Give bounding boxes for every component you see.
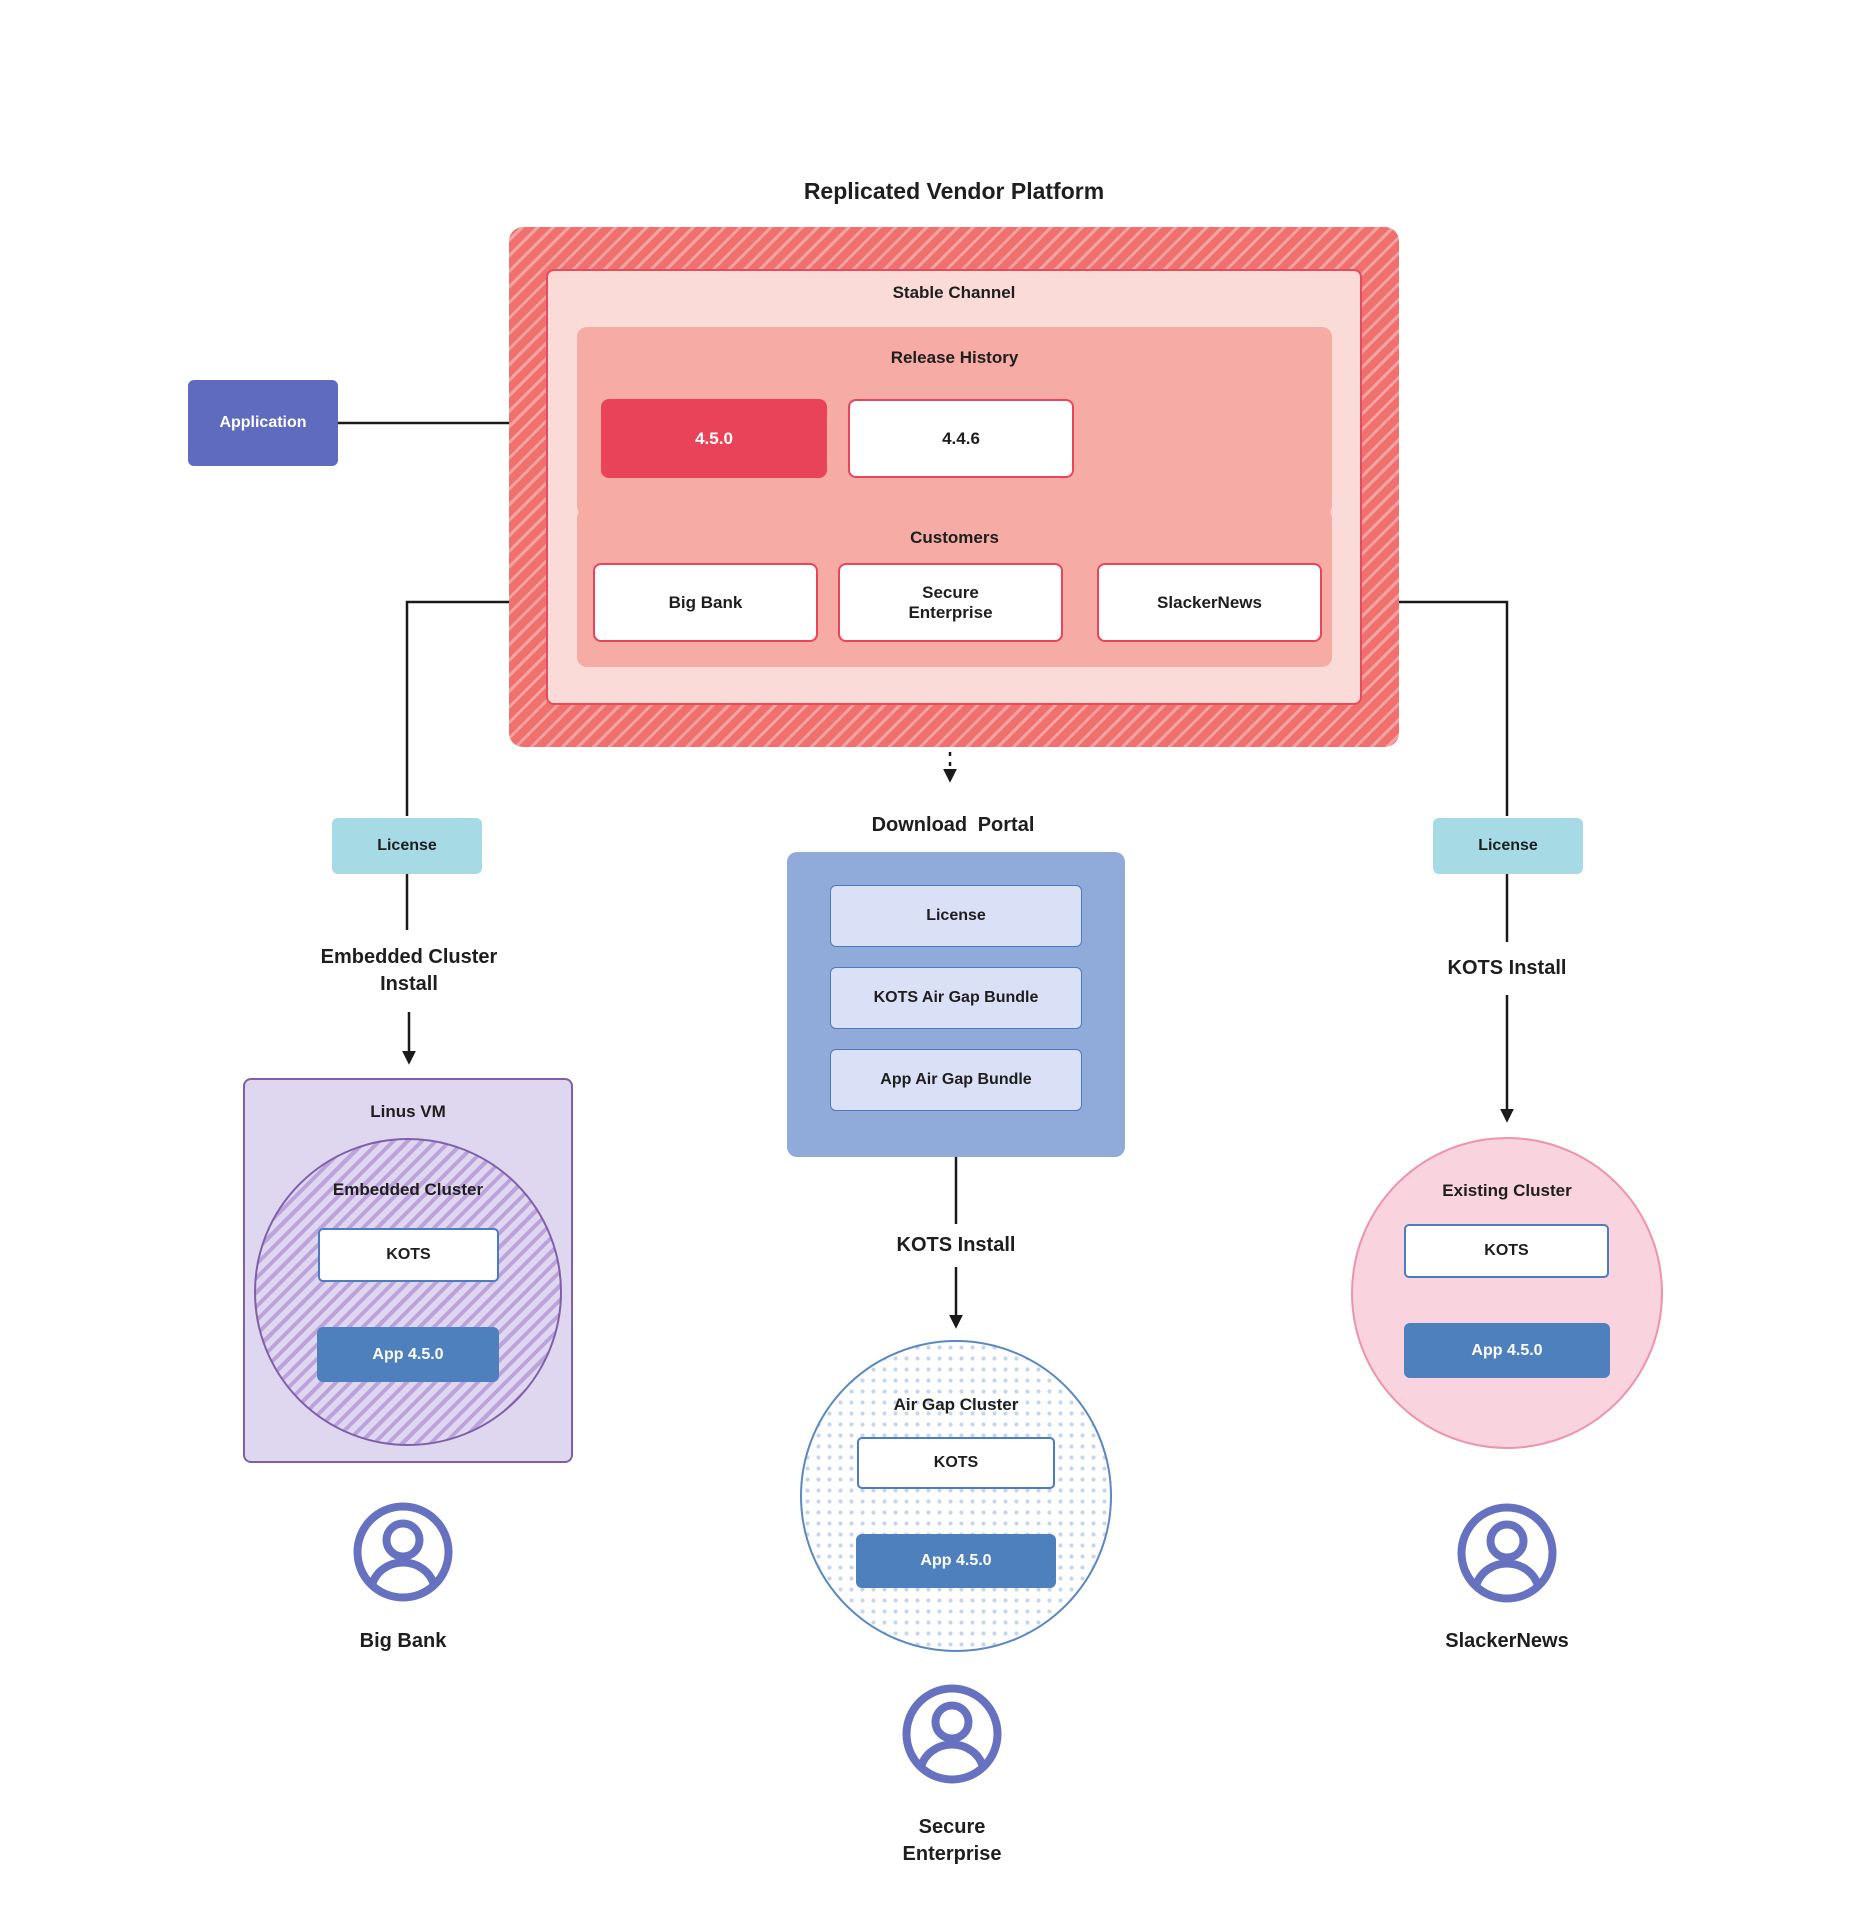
air-gap-cluster-label: Air Gap Cluster [893, 1395, 1019, 1414]
app-box-middle: App 4.5.0 [856, 1534, 1056, 1588]
stable-channel-label: Stable Channel [892, 283, 1016, 302]
person-label-slackernews: SlackerNews [1445, 1630, 1569, 1652]
kots-box-left: KOTS [318, 1228, 499, 1282]
portal-item-license-label: License [926, 907, 986, 924]
existing-cluster-label: Existing Cluster [1442, 1181, 1572, 1200]
app-box-left-label: App 4.5.0 [372, 1345, 444, 1363]
license-tag-right-label: License [1478, 837, 1538, 854]
license-tag-left: License [332, 818, 482, 874]
portal-item-app-bundle: App Air Gap Bundle [830, 1049, 1082, 1111]
app-box-right-label: App 4.5.0 [1471, 1341, 1543, 1359]
kots-install-label-right: KOTS Install [1447, 957, 1567, 979]
person-icon-slackernews [1457, 1503, 1557, 1603]
person-icon-secure-enterprise [902, 1684, 1002, 1784]
existing-cluster-circle [1351, 1137, 1663, 1449]
portal-item-app-bundle-label: App Air Gap Bundle [880, 1071, 1032, 1088]
release-version-current-label: 4.5.0 [695, 428, 733, 448]
person-icon-big-bank [353, 1502, 453, 1602]
kots-box-right: KOTS [1404, 1224, 1609, 1278]
app-box-left: App 4.5.0 [317, 1327, 499, 1382]
embedded-cluster-label: Embedded Cluster [332, 1180, 484, 1199]
diagram-title: Replicated Vendor Platform [803, 178, 1105, 204]
application-box: Application [188, 380, 338, 466]
release-history-label: Release History [890, 348, 1019, 367]
customer-slackernews-label: SlackerNews [1157, 592, 1262, 612]
customer-big-bank-label: Big Bank [668, 592, 743, 612]
embedded-cluster-circle [254, 1138, 562, 1446]
linus-vm-label: Linus VM [370, 1102, 446, 1121]
embedded-cluster-install-text: Embedded Cluster Install [320, 946, 498, 995]
air-gap-cluster-circle [800, 1340, 1112, 1652]
application-label: Application [219, 414, 307, 431]
kots-box-middle-label: KOTS [933, 1454, 979, 1471]
person-label-secure-enterprise: Secure Enterprise [852, 1814, 1052, 1868]
customer-slackernews: SlackerNews [1097, 563, 1322, 642]
download-portal-label: Download Portal [871, 814, 1035, 836]
customer-big-bank: Big Bank [593, 563, 818, 642]
app-box-right: App 4.5.0 [1404, 1323, 1610, 1378]
release-version-current: 4.5.0 [601, 399, 827, 478]
app-box-middle-label: App 4.5.0 [920, 1552, 992, 1569]
license-tag-left-label: License [377, 837, 437, 854]
portal-item-kots-bundle: KOTS Air Gap Bundle [830, 967, 1082, 1029]
kots-box-right-label: KOTS [1484, 1242, 1529, 1259]
person-label-secure-enterprise-text: Secure Enterprise [902, 1816, 1002, 1865]
kots-box-middle: KOTS [857, 1437, 1055, 1489]
portal-item-license: License [830, 885, 1082, 947]
customer-secure-enterprise-label: Secure Enterprise [908, 582, 993, 622]
release-version-previous: 4.4.6 [848, 399, 1074, 478]
kots-box-left-label: KOTS [386, 1246, 431, 1263]
kots-install-label-middle: KOTS Install [896, 1234, 1016, 1256]
embedded-cluster-install-label: Embedded Cluster Install [309, 944, 509, 998]
person-label-big-bank: Big Bank [359, 1630, 447, 1652]
license-tag-right: License [1433, 818, 1583, 874]
portal-item-kots-bundle-label: KOTS Air Gap Bundle [873, 989, 1039, 1006]
customers-label: Customers [910, 528, 999, 547]
customer-secure-enterprise: Secure Enterprise [838, 563, 1063, 642]
release-version-previous-label: 4.4.6 [942, 428, 980, 448]
